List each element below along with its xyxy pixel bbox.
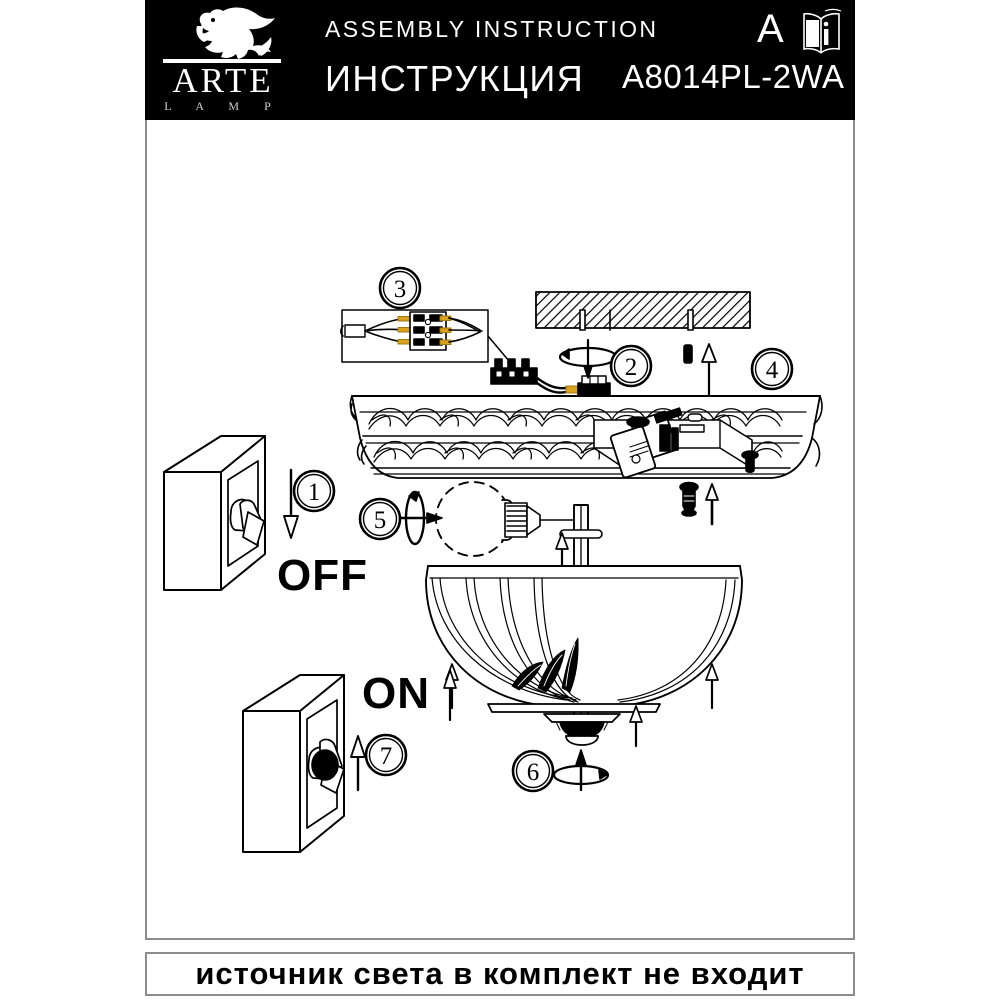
header-bar: ARTE L A M P ASSEMBLY INSTRUCTION ИНСТРУ… [145, 0, 855, 120]
footer-bar: источник света в комплект не входит [145, 952, 855, 996]
title-russian: ИНСТРУКЦИЯ [325, 58, 585, 99]
brand-name: ARTE [172, 61, 274, 100]
diagram-frame [145, 120, 855, 940]
open-booklet-info-icon [803, 8, 842, 54]
switch-on-label: ON [362, 669, 430, 718]
brand-logo: ARTE L A M P [155, 2, 290, 118]
product-code: A8014PL-2WA [622, 58, 845, 95]
logo-divider [163, 59, 281, 63]
footer-note: источник света в комплект не входит [195, 956, 805, 991]
brand-subtitle: L A M P [164, 99, 282, 113]
class-letter: A [757, 7, 784, 51]
title-english: ASSEMBLY INSTRUCTION [325, 16, 659, 42]
winged-lion-griffin-icon [196, 7, 275, 59]
switch-off-label: OFF [277, 551, 368, 600]
